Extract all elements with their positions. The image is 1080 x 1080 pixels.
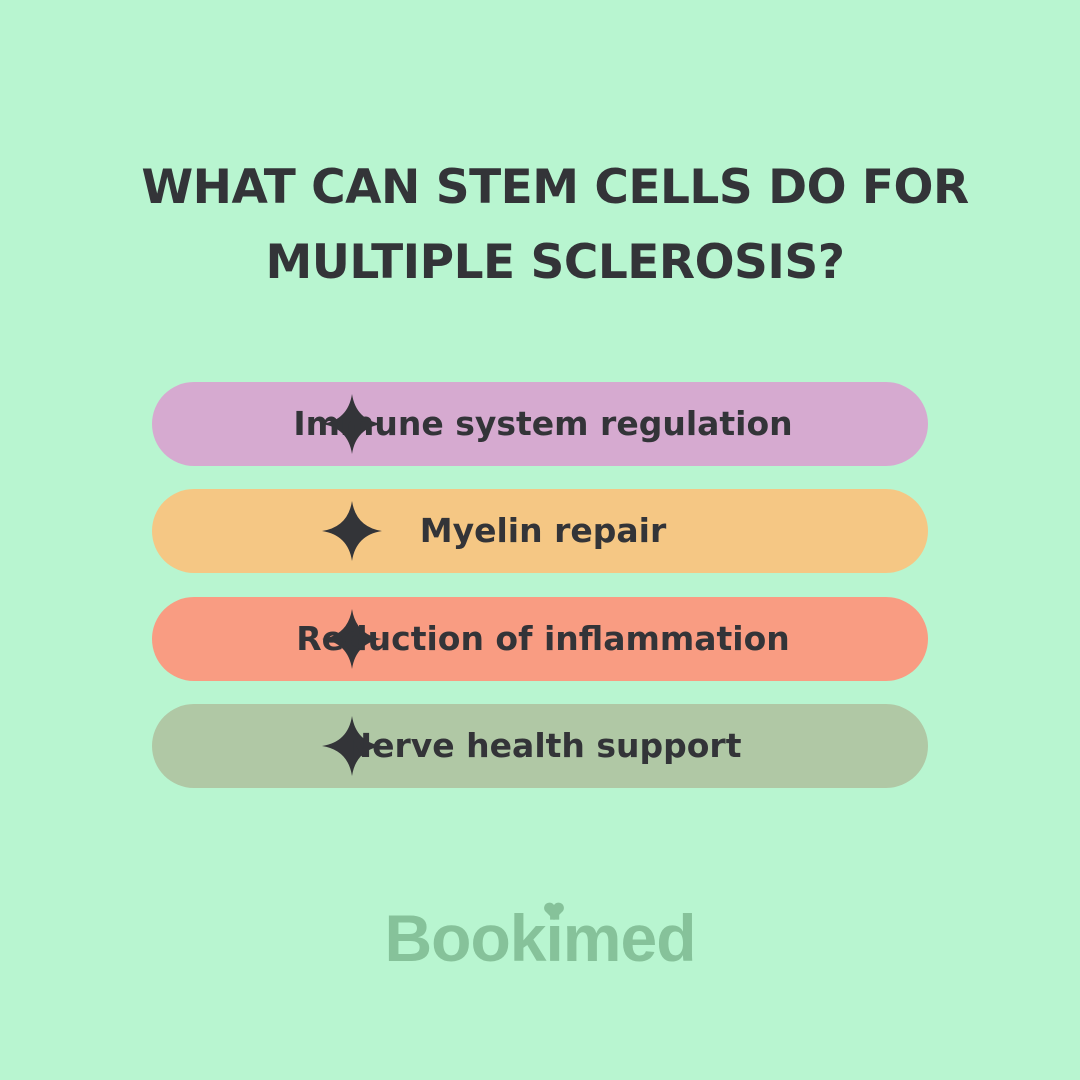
title-line-1: WHAT CAN STEM CELLS DO FOR — [141, 160, 969, 215]
four-point-star-icon — [322, 394, 382, 454]
heart-icon — [544, 902, 564, 920]
page-title: WHAT CAN STEM CELLS DO FOR MULTIPLE SCLE… — [0, 150, 1080, 300]
bookimed-logo: Bookimed — [384, 901, 696, 975]
benefit-item-nerve: Nerve health support — [152, 704, 928, 788]
benefit-item-inflammation: Reduction of inflammation — [152, 597, 928, 681]
benefit-label: Myelin repair — [419, 511, 667, 550]
title-line-2: MULTIPLE SCLEROSIS? — [265, 235, 845, 290]
benefit-label: Reduction of inflammation — [296, 619, 790, 658]
four-point-star-icon — [322, 609, 382, 669]
benefit-label: Immune system regulation — [293, 404, 793, 443]
benefit-item-immune: Immune system regulation — [152, 382, 928, 466]
four-point-star-icon — [322, 716, 382, 776]
benefit-label: Nerve health support — [344, 726, 742, 765]
four-point-star-icon — [322, 501, 382, 561]
benefit-item-myelin: Myelin repair — [152, 489, 928, 573]
